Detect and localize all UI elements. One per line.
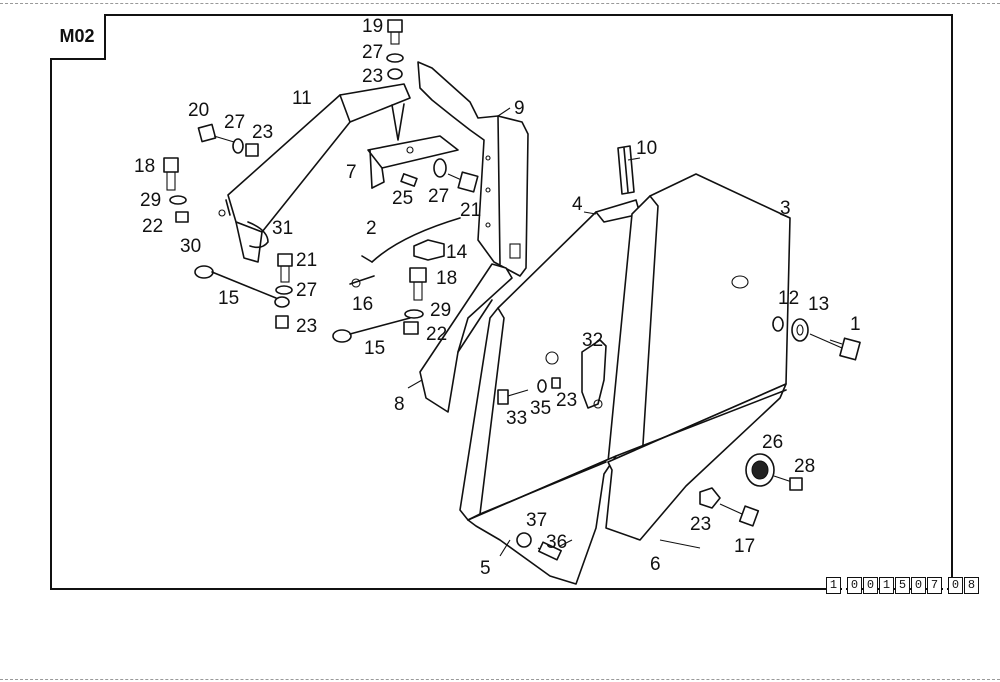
doc-digit: 7 [927,577,942,594]
part-label: 10 [636,138,657,159]
part-label: 11 [292,88,312,109]
doc-digit: 8 [964,577,979,594]
bottom-scan-rule [0,679,1000,680]
vertical-panel-9 [417,61,529,277]
part-label: 29 [140,190,161,211]
part-label: 26 [762,432,783,453]
top-scan-rule [0,3,1000,4]
part-label: 33 [506,408,527,429]
doc-digit: 0 [863,577,878,594]
part-label: 6 [650,554,661,575]
part-label: 4 [572,194,583,215]
part-label: 13 [808,294,829,315]
part-label: 22 [142,216,163,237]
part-label: 23 [556,390,577,411]
doc-digit: 0 [847,577,862,594]
part-label: 18 [436,268,457,289]
bottom-panel-6 [605,383,787,541]
part-label: 20 [188,100,209,121]
part-label: 27 [296,280,317,301]
part-label: 27 [362,42,383,63]
part-label: 7 [346,162,357,183]
doc-digit: 1 [826,577,841,594]
part-label: 1 [850,314,861,335]
part-label: 9 [514,98,525,119]
part-label: 23 [362,66,383,87]
part-label: 27 [224,112,245,133]
doc-digit: 0 [911,577,926,594]
section-code-badge: M02 [50,14,106,60]
part-label: 15 [218,288,239,309]
diagram-frame [50,14,953,590]
vertical-bar-10 [617,145,635,195]
part-label: 35 [530,398,551,419]
part-label: 23 [690,514,711,535]
part-label: 23 [296,316,317,337]
bracket-arm-11 [218,83,411,263]
part-label: 32 [582,330,603,351]
part-label: 5 [480,558,491,579]
part-label: 28 [794,456,815,477]
doc-digit: 5 [895,577,910,594]
doc-digit: 1 [879,577,894,594]
part-label: 21 [296,250,317,271]
part-label: 29 [430,300,451,321]
part-label: 19 [362,16,383,37]
part-label: 16 [352,294,373,315]
part-label: 18 [134,156,155,177]
latch-32 [545,339,607,409]
rod-bracket-7 [367,135,459,189]
part-label: 36 [546,532,567,553]
part-label: 15 [364,338,385,359]
side-panel-3 [607,173,791,463]
leader-lines [407,107,843,557]
doc-digit: 0 [948,577,963,594]
part-label: 27 [428,186,449,207]
part-label: 3 [780,198,791,219]
part-label: 22 [426,324,447,345]
part-label: 14 [446,242,468,263]
part-label: 21 [460,200,481,221]
part-labels: 19 27 23 11 20 27 23 18 29 22 30 31 21 2… [134,16,861,579]
part-label: 17 [734,536,755,557]
part-label: 8 [394,394,405,415]
part-label: 30 [180,236,201,257]
part-label: 12 [778,288,799,309]
part-label: 23 [252,122,273,143]
part-label: 2 [366,218,377,239]
angled-panel-8 [419,263,513,413]
part-label: 25 [392,188,413,209]
part-label: 31 [272,218,293,239]
fasteners [163,19,861,561]
cables-15 [194,265,411,343]
part-label: 37 [526,510,547,531]
document-number-boxes: 1 0 0 1 5 0 7 0 8 [826,577,980,594]
